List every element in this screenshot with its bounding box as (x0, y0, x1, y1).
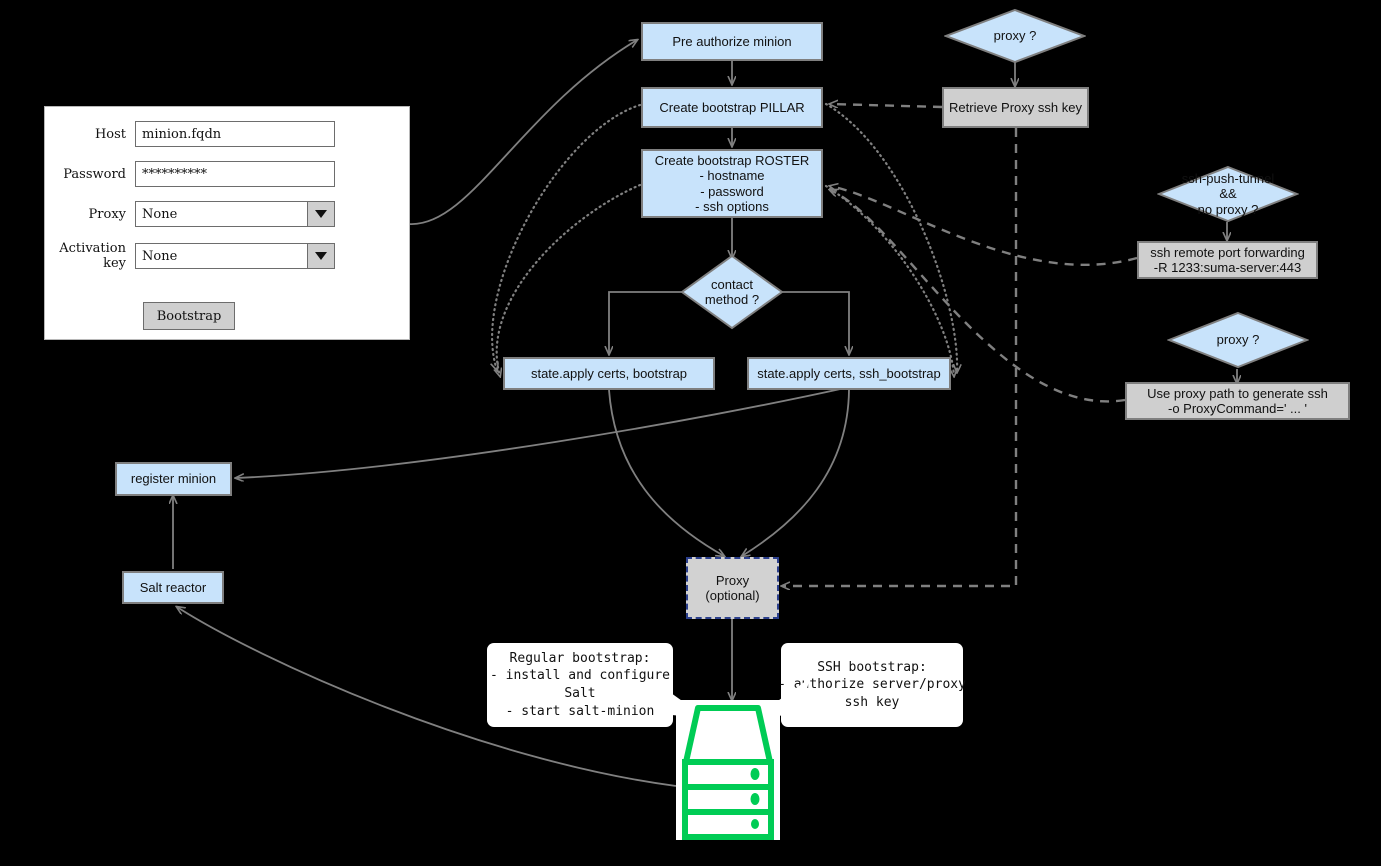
callout-ssh-bootstrap: SSH bootstrap: - authorize server/proxy … (778, 643, 966, 727)
form-row-host: Host minion.fqdn (45, 121, 335, 147)
node-pre-authorize-minion[interactable]: Pre authorize minion (641, 22, 823, 61)
server-icon (676, 700, 780, 840)
activation-key-select[interactable]: None (135, 243, 335, 269)
host-label: Host (94, 126, 126, 142)
node-state-apply-bootstrap[interactable]: state.apply certs, bootstrap (503, 357, 715, 390)
node-create-bootstrap-roster[interactable]: Create bootstrap ROSTER - hostname - pas… (641, 149, 823, 218)
host-input[interactable]: minion.fqdn (135, 121, 335, 147)
password-label: Password (63, 166, 126, 182)
chevron-down-icon[interactable] (307, 244, 334, 268)
password-input[interactable]: ********** (135, 161, 335, 187)
proxy-select-value: None (142, 206, 178, 222)
node-salt-reactor[interactable]: Salt reactor (122, 571, 224, 604)
activation-key-label: Activation key (59, 241, 126, 271)
node-retrieve-proxy-ssh-key[interactable]: Retrieve Proxy ssh key (942, 87, 1089, 128)
form-row-password: Password ********** (45, 161, 335, 187)
chevron-down-icon[interactable] (307, 202, 334, 226)
form-row-proxy: Proxy None (45, 201, 335, 227)
callout-regular-bootstrap: Regular bootstrap: - install and configu… (487, 643, 673, 727)
node-create-bootstrap-pillar[interactable]: Create bootstrap PILLAR (641, 87, 823, 128)
ssh-push-tunnel-label: ssh-push-tunnel && no proxy ? (1181, 171, 1275, 217)
contact-method-label: contact method ? (704, 276, 760, 307)
node-proxy-decision-top[interactable]: proxy ? (944, 8, 1086, 64)
form-row-activation-key: Activation key None (45, 241, 335, 271)
node-contact-method-decision[interactable]: contact method ? (680, 254, 784, 330)
node-register-minion[interactable]: register minion (115, 462, 232, 496)
bootstrap-button[interactable]: Bootstrap (143, 302, 235, 330)
node-ssh-push-tunnel-decision[interactable]: ssh-push-tunnel && no proxy ? (1157, 165, 1299, 223)
bootstrap-form-panel: Host minion.fqdn Password ********** Pro… (44, 106, 410, 340)
node-use-proxy-path[interactable]: Use proxy path to generate ssh -o ProxyC… (1125, 382, 1350, 420)
node-state-apply-ssh-bootstrap[interactable]: state.apply certs, ssh_bootstrap (747, 357, 951, 390)
activation-key-select-value: None (142, 248, 178, 264)
node-proxy-decision-bottom[interactable]: proxy ? (1167, 311, 1309, 369)
proxy-select[interactable]: None (135, 201, 335, 227)
proxy-decision-bottom-label: proxy ? (1216, 332, 1260, 348)
node-proxy-optional[interactable]: Proxy (optional) (686, 557, 779, 619)
node-ssh-remote-port-forwarding[interactable]: ssh remote port forwarding -R 1233:suma-… (1137, 241, 1318, 279)
proxy-decision-top-label: proxy ? (993, 28, 1037, 44)
proxy-label: Proxy (88, 206, 126, 222)
